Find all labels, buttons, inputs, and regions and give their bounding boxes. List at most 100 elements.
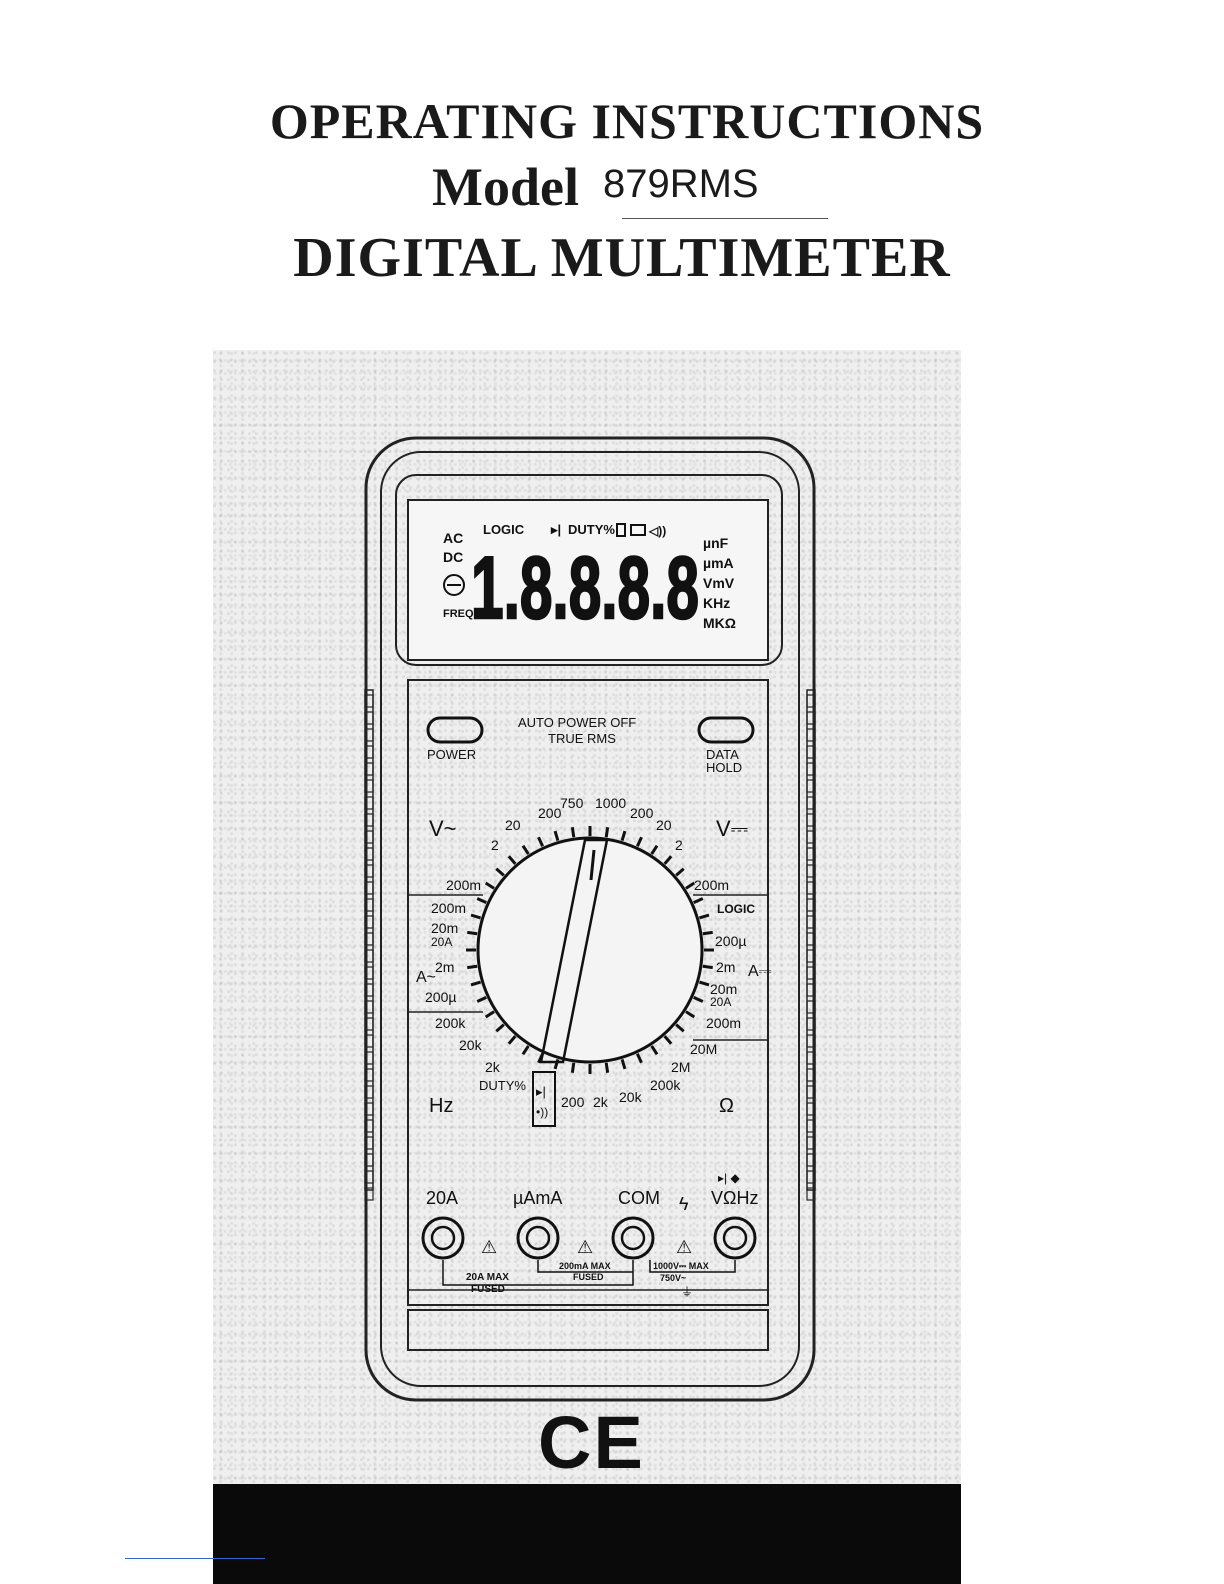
grip-tick	[806, 881, 816, 895]
jack-vohz[interactable]	[713, 1216, 757, 1260]
dial-left-200m-b: 200m	[431, 900, 466, 916]
auto-power-off-label: AUTO POWER OFF	[518, 715, 636, 730]
grip-tick	[364, 932, 374, 946]
grip-tick	[364, 1119, 374, 1133]
true-rms-label: TRUE RMS	[548, 731, 616, 746]
jack-20a[interactable]	[421, 1216, 465, 1260]
dial-tick	[553, 830, 560, 842]
grip-tick	[364, 1068, 374, 1082]
multimeter-drawing: AC DC FREQ LOGIC ▸| DUTY% ◁)) 1.8.8.8.8 …	[364, 436, 816, 1402]
high-voltage-icon: ϟ	[679, 1194, 689, 1214]
max-750v: 750V~	[660, 1273, 686, 1283]
grip-tick	[806, 1153, 816, 1167]
dial-left-2k: 2k	[485, 1059, 501, 1075]
dial-top-2a: 2	[491, 837, 499, 853]
dial-right-20m: 20m	[710, 981, 737, 997]
dial-right-200m-b: 200m	[706, 1015, 741, 1031]
grip-tick	[364, 1187, 374, 1201]
dial-tick	[507, 1035, 517, 1045]
dial-right-20m-ohm: 20M	[690, 1041, 717, 1057]
ce-mark: CE	[538, 1401, 645, 1484]
grip-tick	[364, 898, 374, 912]
grip-tick	[364, 1136, 374, 1150]
grip-tick	[806, 1068, 816, 1082]
grip-tick	[364, 1017, 374, 1031]
dial-left-200k: 200k	[435, 1015, 466, 1031]
dial-top-1000: 1000	[595, 795, 626, 811]
dial-top-2b: 2	[675, 837, 683, 853]
dial-left-2m: 2m	[435, 959, 454, 975]
grip-tick	[364, 694, 374, 708]
dial-tick	[507, 855, 517, 865]
grip-tick	[806, 983, 816, 997]
dial-tick	[537, 836, 545, 847]
lcd-logic: LOGIC	[483, 522, 525, 537]
fuse-200ma-max: 200mA MAX	[559, 1261, 611, 1271]
dial-tick	[693, 995, 704, 1003]
power-button[interactable]	[426, 716, 484, 744]
grip-tick	[806, 932, 816, 946]
dial-left-200u: 200µ	[425, 989, 456, 1005]
range-amp-dc: A⎓	[748, 963, 772, 980]
grip-tick	[364, 1051, 374, 1065]
meter-outer-body	[364, 436, 816, 1402]
jack-label-uama: µAmA	[513, 1188, 562, 1208]
jack-com[interactable]	[611, 1216, 655, 1260]
power-label: POWER	[427, 747, 476, 762]
grip-tick	[364, 728, 374, 742]
dial-tick	[470, 980, 482, 987]
meter-inner-body	[380, 451, 800, 1387]
dial-tick	[470, 913, 482, 920]
dial-left-200m-a: 200m	[446, 877, 481, 893]
grip-tick	[364, 847, 374, 861]
warning-icon-1: ⚠	[481, 1237, 497, 1257]
grip-tick	[806, 830, 816, 844]
dial-right-200k: 200k	[650, 1077, 681, 1093]
jack-uama[interactable]	[516, 1216, 560, 1260]
dial-tick	[570, 827, 576, 838]
control-panel-frame	[407, 679, 769, 1306]
data-hold-label-1: DATA	[706, 747, 739, 762]
range-ohm: Ω	[719, 1095, 734, 1117]
title-operating-instructions: OPERATING INSTRUCTIONS	[269, 93, 985, 149]
dial-tick	[521, 844, 530, 855]
lcd-unit-ma: µmA	[703, 555, 734, 571]
grip-tick	[806, 1119, 816, 1133]
dial-knob-handle[interactable]	[539, 838, 609, 1064]
fuse-200ma-fused: FUSED	[573, 1272, 604, 1282]
data-hold-button[interactable]	[697, 716, 755, 744]
range-v-ac: V~	[429, 816, 457, 841]
dial-right-20a: 20A	[710, 995, 731, 1009]
grip-tick	[364, 830, 374, 844]
dial-tick	[663, 855, 673, 865]
grip-tick	[364, 1000, 374, 1014]
dial-tick	[604, 1062, 610, 1073]
rotary-dial[interactable]	[476, 836, 704, 1064]
grip-tick	[806, 711, 816, 725]
lcd-digits: 1.8.8.8.8	[471, 538, 699, 637]
fuse-20a-max: 20A MAX	[466, 1272, 509, 1283]
lcd-ac: AC	[443, 530, 463, 546]
grip-tick	[806, 694, 816, 708]
lcd-hold-icon	[616, 523, 626, 537]
multimeter-illustration: AC DC FREQ LOGIC ▸| DUTY% ◁)) 1.8.8.8.8 …	[213, 350, 961, 1490]
dial-right-2m: 2m	[716, 959, 735, 975]
dial-ticks	[466, 826, 714, 1074]
dial-tick	[620, 1058, 627, 1070]
dial-tick	[467, 964, 478, 970]
dial-tick	[570, 1062, 576, 1073]
dial-left-20a: 20A	[431, 935, 452, 949]
fuse-20a-fused: FUSED	[471, 1284, 505, 1295]
bottom-link-line	[125, 1558, 265, 1559]
dial-tick	[702, 964, 713, 970]
dial-tick	[663, 1035, 673, 1045]
grip-tick	[806, 1085, 816, 1099]
grip-tick	[806, 1051, 816, 1065]
dial-tick	[604, 827, 610, 838]
lcd-unit-mkohm: MKΩ	[703, 615, 736, 631]
dial-tick	[495, 867, 505, 877]
jack-label-vohz: VΩHz	[711, 1188, 758, 1208]
lcd-buzzer-icon: ◁))	[648, 524, 666, 538]
dial-tick	[698, 913, 710, 920]
grip-tick	[364, 1034, 374, 1048]
